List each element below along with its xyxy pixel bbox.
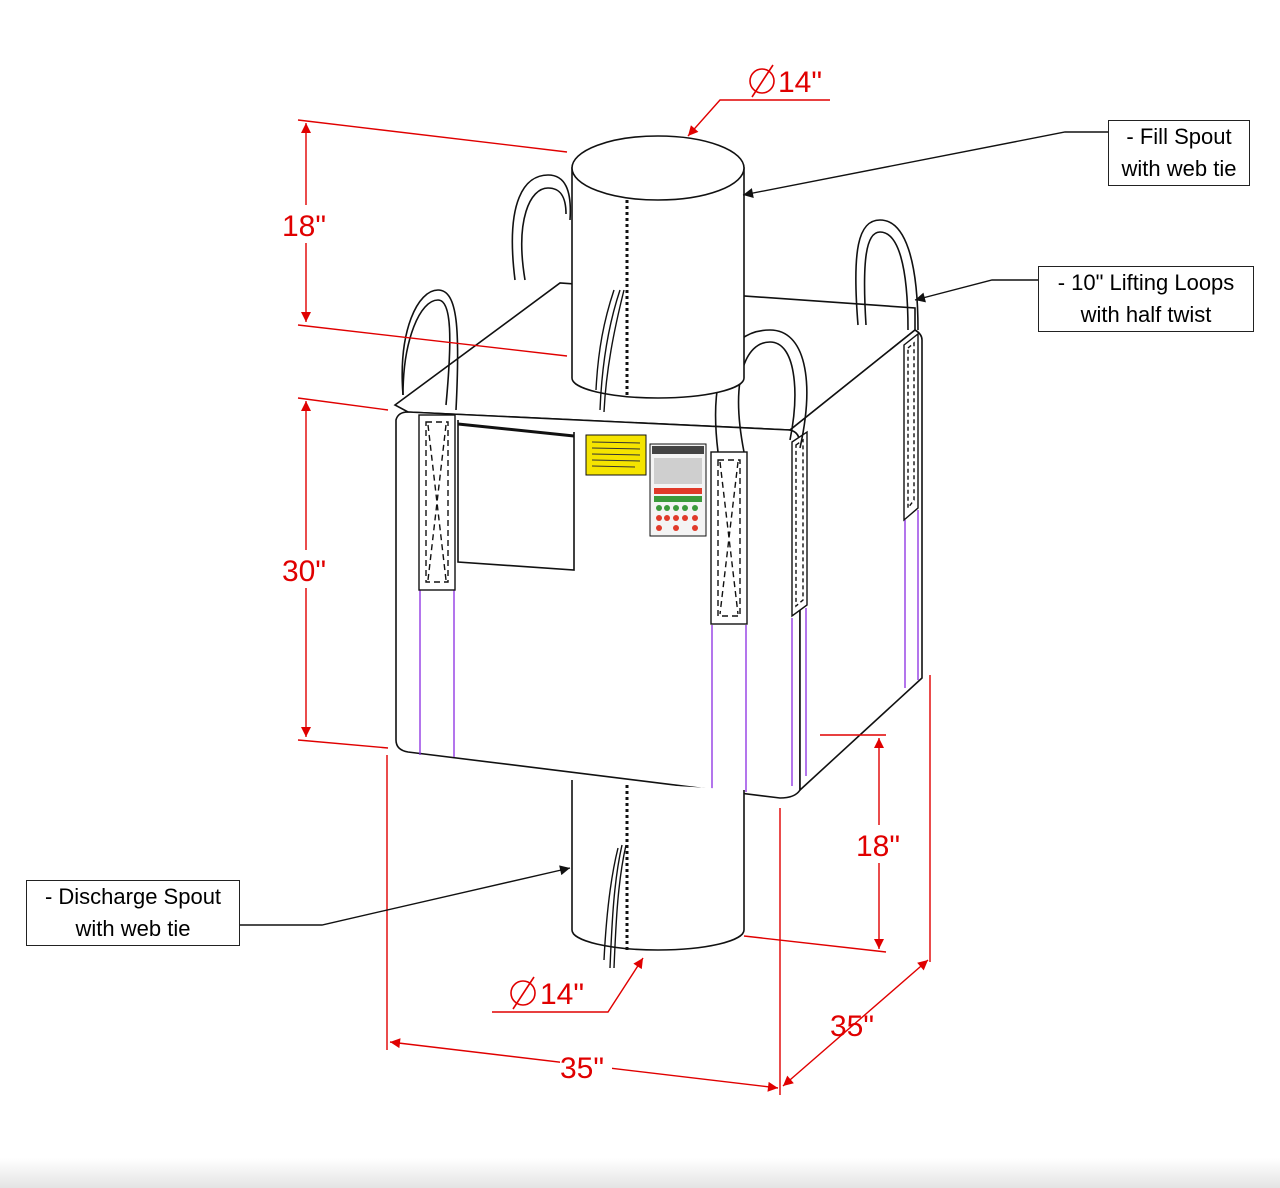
callout-discharge-spout-line1: - Discharge Spout — [44, 884, 222, 909]
corner-seams — [419, 510, 919, 792]
callout-discharge-spout: - Discharge Spout with web tie — [26, 880, 240, 946]
yellow-warning-label — [585, 434, 647, 476]
lifting-loop-front-left — [401, 289, 459, 411]
callout-fill-spout: - Fill Spout with web tie — [1108, 120, 1250, 186]
dim-body-height: 30" — [282, 555, 326, 588]
lifting-loop-back-left — [511, 174, 572, 281]
document-pouch — [457, 420, 575, 571]
dim-top-spout-height: 18" — [282, 210, 326, 243]
dim-top-spout-diameter: 14" — [778, 66, 822, 99]
callout-discharge-spout-line2: with web tie — [75, 916, 191, 941]
loop-reinforcement-panels — [418, 332, 919, 625]
dim-bottom-spout-diameter: 14" — [540, 978, 584, 1011]
dim-bottom-spout-height: 18" — [856, 830, 900, 863]
dim-side-depth: 35" — [830, 1010, 874, 1043]
lifting-loops — [401, 174, 919, 453]
callout-fill-spout-line1: - Fill Spout — [1126, 124, 1232, 149]
callout-lifting-loops: - 10" Lifting Loops with half twist — [1038, 266, 1254, 332]
dim-front-width: 35" — [560, 1052, 604, 1085]
callout-leaders — [240, 131, 1108, 926]
callout-fill-spout-line2: with web tie — [1121, 156, 1237, 181]
diameter-symbols — [510, 64, 775, 1010]
page-bottom-bar — [0, 1158, 1280, 1188]
fill-spout — [571, 135, 745, 413]
bag-right-face — [788, 329, 923, 792]
callout-lifting-loops-line2: with half twist — [1080, 302, 1212, 327]
callout-lifting-loops-line1: - 10" Lifting Loops — [1057, 270, 1235, 295]
safety-instruction-label — [649, 443, 707, 537]
lifting-loop-back-right — [855, 219, 919, 331]
discharge-spout — [571, 780, 745, 969]
